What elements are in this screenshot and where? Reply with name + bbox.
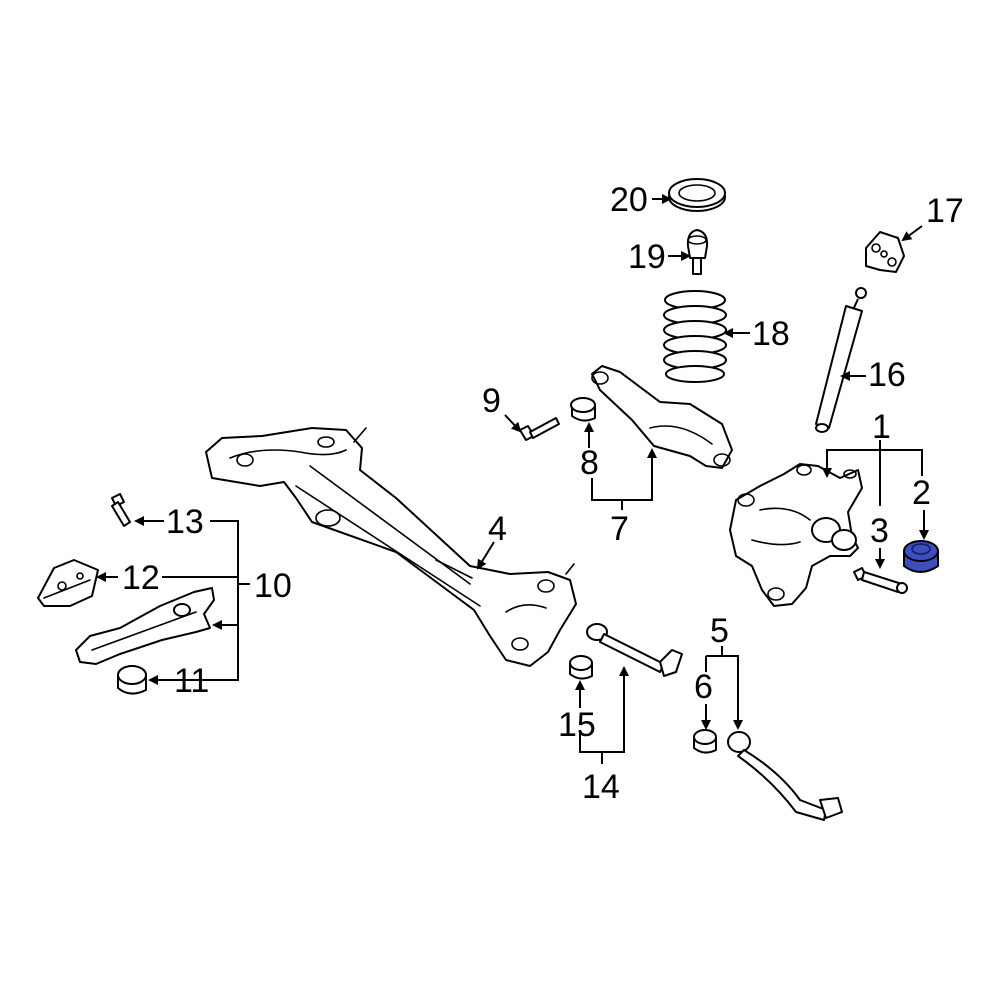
callout-2: 2: [912, 474, 931, 512]
callout-9: 9: [482, 382, 501, 420]
part-4-subframe[interactable]: [205, 427, 577, 667]
callout-13: 13: [166, 503, 204, 541]
callout-8: 8: [580, 444, 599, 482]
callout-12: 12: [122, 559, 160, 597]
callout-20: 20: [610, 181, 648, 219]
callout-3: 3: [870, 512, 889, 550]
callout-7: 7: [610, 510, 629, 548]
callout-15: 15: [558, 706, 596, 744]
callout-10: 10: [254, 567, 292, 605]
leader-lines: [96, 194, 929, 764]
part-13-bolt[interactable]: [111, 493, 131, 527]
part-11-bushing[interactable]: [117, 665, 147, 695]
part-7-upper-control-arm[interactable]: [591, 365, 733, 469]
part-18-coil-spring[interactable]: [663, 290, 727, 383]
part-9-bolt[interactable]: [519, 417, 560, 441]
part-10-lower-arm[interactable]: [75, 587, 215, 665]
callout-labels: 20 19 18 17 16 9 8 7 4 1 2 3 13 12 10 11…: [122, 181, 964, 806]
part-20-spring-seat[interactable]: [668, 178, 726, 212]
part-5-lower-link[interactable]: [727, 731, 843, 821]
part-16-shock-absorber[interactable]: [815, 287, 867, 433]
part-15-bushing[interactable]: [569, 655, 593, 680]
callout-19: 19: [628, 238, 666, 276]
part-12-bracket[interactable]: [37, 559, 99, 607]
callout-1: 1: [872, 408, 891, 446]
part-1-knuckle[interactable]: [729, 463, 863, 607]
part-19-bump-stop[interactable]: [686, 229, 709, 275]
callout-14: 14: [582, 768, 620, 806]
callout-5: 5: [710, 612, 729, 650]
callout-6: 6: [694, 668, 713, 706]
callout-17: 17: [926, 192, 964, 230]
part-14-toe-link[interactable]: [586, 623, 683, 677]
callout-11: 11: [174, 662, 209, 700]
part-17-shock-mount[interactable]: [865, 231, 905, 273]
part-2-bushing[interactable]: [903, 540, 939, 573]
part-8-bushing[interactable]: [570, 397, 596, 422]
part-6-bushing[interactable]: [693, 729, 717, 754]
callout-4: 4: [488, 510, 507, 548]
callout-16: 16: [868, 356, 906, 394]
callout-18: 18: [752, 315, 790, 353]
part-3-bolt[interactable]: [853, 567, 908, 594]
